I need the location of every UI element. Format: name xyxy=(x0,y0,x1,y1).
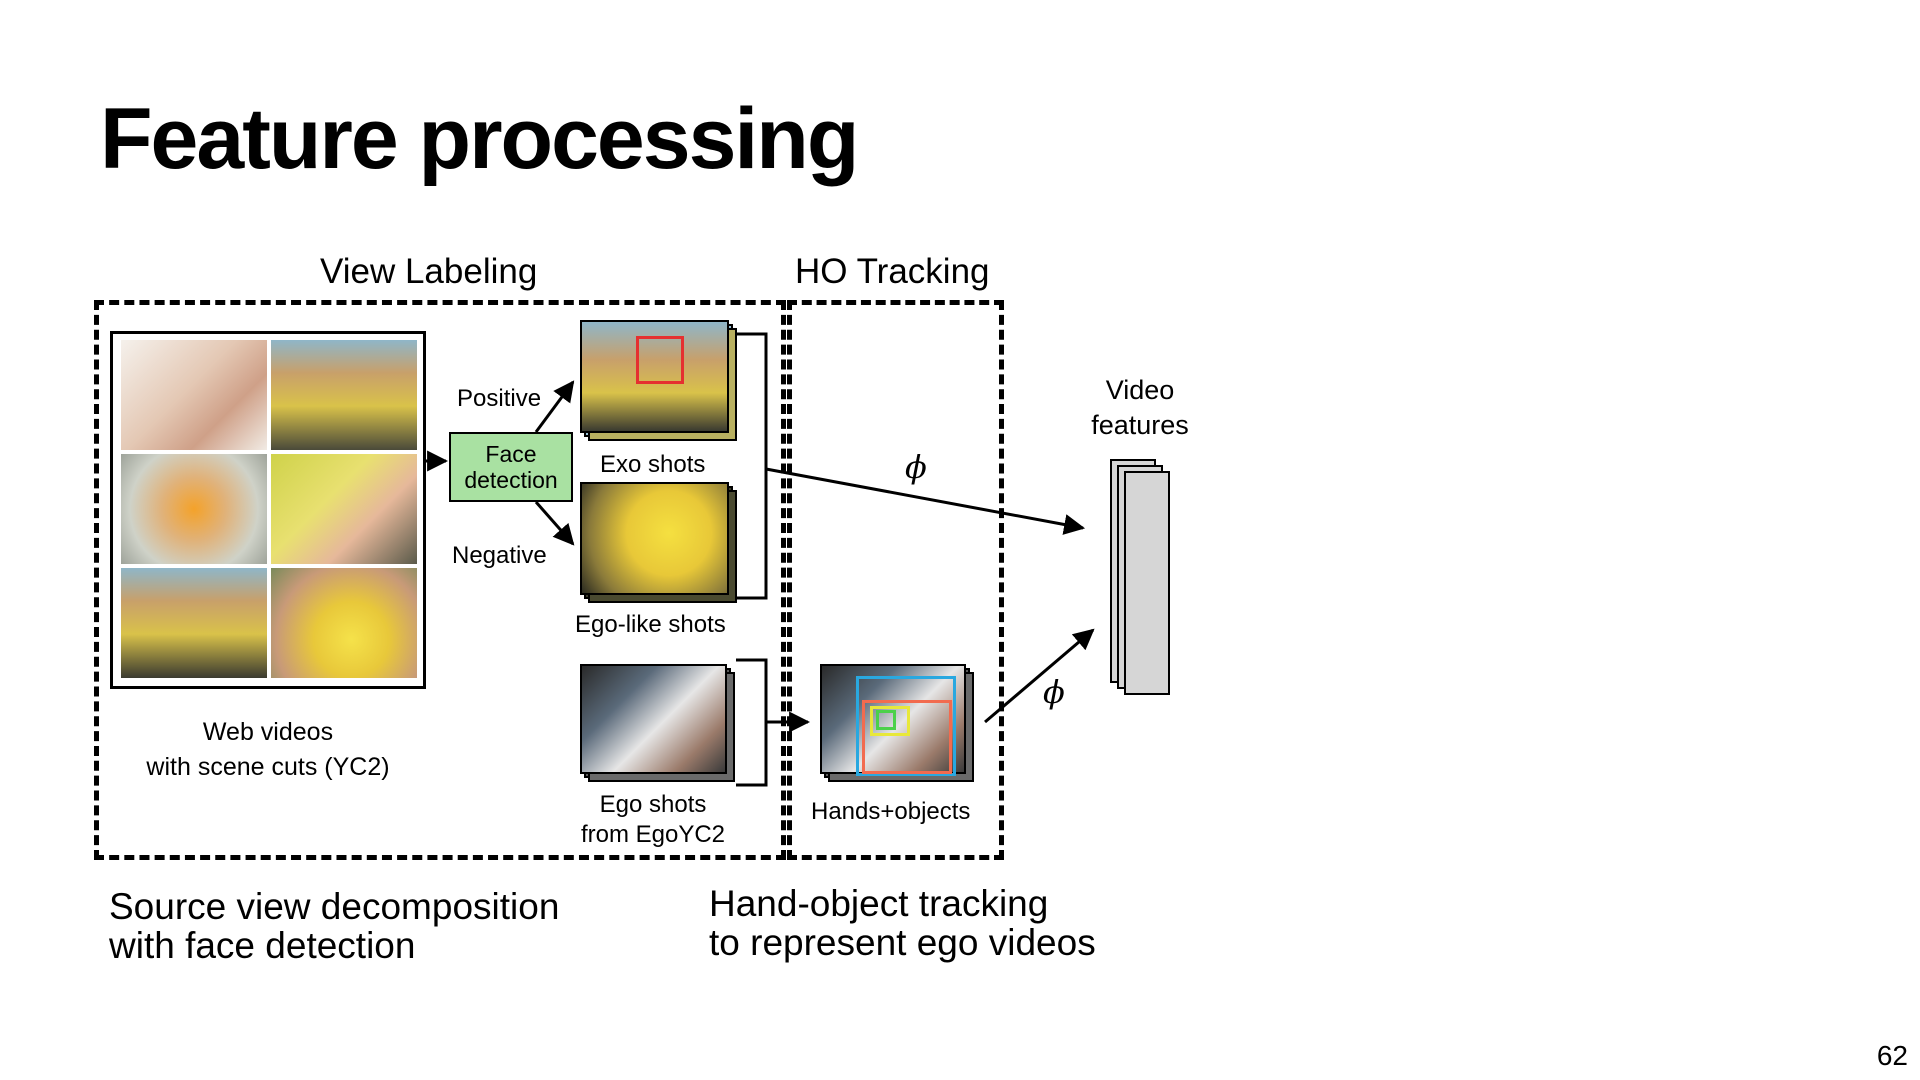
ho-tracking-region xyxy=(787,300,1004,860)
face-detection-label-line2: detection xyxy=(464,467,558,493)
web-videos-label-line1: Web videos xyxy=(202,718,334,746)
object-bounding-box xyxy=(870,706,910,736)
web-video-thumb-scrambled-egg xyxy=(271,568,417,678)
web-video-thumb-host xyxy=(271,340,417,450)
slide-title: Feature processing xyxy=(100,91,859,187)
caption-right-line1: Hand-object tracking xyxy=(709,883,1049,924)
page-number: 62 xyxy=(1876,1040,1908,1071)
positive-label: Positive xyxy=(457,385,542,412)
web-video-thumb-egg-bowl xyxy=(121,454,267,564)
section-label-view-labeling: View Labeling xyxy=(320,252,538,291)
video-features-label: Video features xyxy=(1080,373,1200,443)
arm-bounding-box xyxy=(862,700,952,774)
exo-shots-label: Exo shots xyxy=(600,451,706,478)
negative-label: Negative xyxy=(452,542,547,569)
section-label-ho-tracking: HO Tracking xyxy=(795,252,990,291)
caption-left-line2: with face detection xyxy=(109,924,416,966)
web-video-thumb-butter xyxy=(271,454,417,564)
ego-shot-card-front xyxy=(580,664,727,774)
face-detection-label-line1: Face xyxy=(485,440,537,467)
web-video-thumb-host-2 xyxy=(121,568,267,678)
ego-shots-label-line2: from EgoYC2 xyxy=(580,821,726,848)
hands-objects-label: Hands+objects xyxy=(811,798,971,825)
feature-card-front xyxy=(1124,471,1170,695)
web-videos-label-line2: with scene cuts (YC2) xyxy=(146,752,390,781)
caption-left: Source view decomposition with face dete… xyxy=(109,886,560,966)
ego-shots-label: Ego shots from EgoYC2 xyxy=(568,790,738,850)
view-labeling-region xyxy=(94,300,786,860)
video-features-label-line1: Video xyxy=(1105,375,1175,405)
video-features-label-line2: features xyxy=(1091,410,1189,441)
phi-symbol-bottom: ϕ xyxy=(1043,673,1065,711)
face-detection-box: Face detection xyxy=(449,432,573,502)
ego-like-shots-label: Ego-like shots xyxy=(575,611,726,638)
hand-bounding-box xyxy=(856,676,956,776)
caption-left-line1: Source view decomposition xyxy=(109,886,560,927)
web-videos-label: Web videos with scene cuts (YC2) xyxy=(118,715,418,784)
caption-right: Hand-object tracking to represent ego vi… xyxy=(709,883,1096,963)
phi-symbol-top: ϕ xyxy=(905,448,927,486)
web-video-thumb-egg-crack xyxy=(121,340,267,450)
exo-shot-card-front xyxy=(580,320,729,433)
hands-objects-card-front xyxy=(820,664,966,776)
contact-bounding-box xyxy=(876,710,896,730)
ego-like-shot-card-front xyxy=(580,482,729,595)
face-bounding-box xyxy=(636,336,684,384)
ego-shots-label-line1: Ego shots xyxy=(599,791,707,818)
web-videos-grid xyxy=(110,331,426,689)
caption-right-line2: to represent ego videos xyxy=(709,921,1096,963)
